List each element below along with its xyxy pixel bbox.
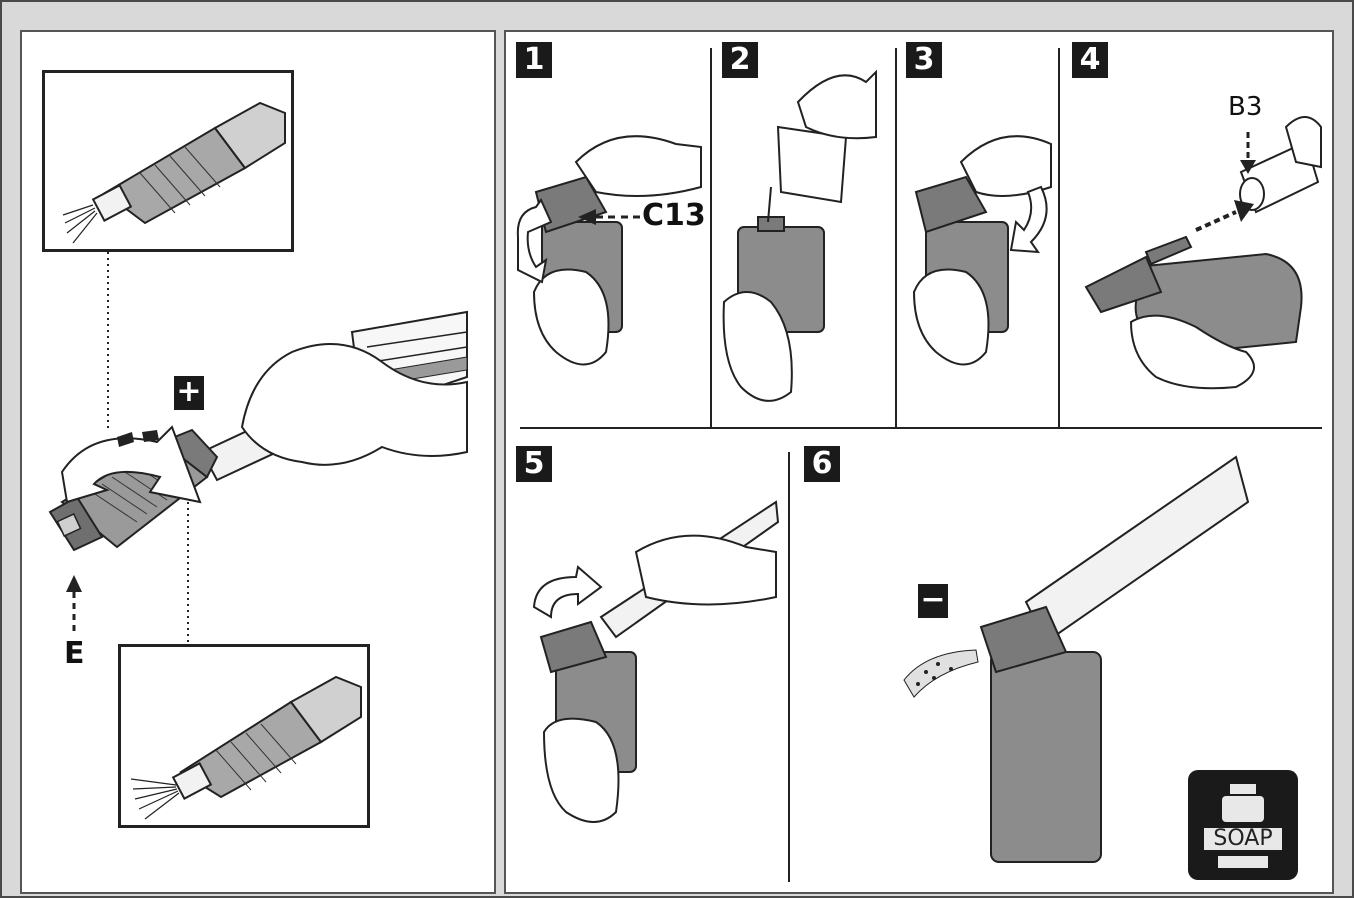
step-6-illustration xyxy=(903,455,1250,863)
label-c13: C13 xyxy=(642,198,706,233)
soap-bottle-icon xyxy=(1218,784,1268,868)
soap-badge: SOAP xyxy=(1188,770,1298,880)
fan-spray-illustration xyxy=(130,675,362,820)
plus-sign-badge: + xyxy=(174,376,204,410)
soap-label: SOAP xyxy=(1202,826,1284,852)
step-badge-5: 5 xyxy=(516,446,552,482)
step-badge-1: 1 xyxy=(516,42,552,78)
step-badge-2: 2 xyxy=(722,42,758,78)
rotate-arrow-icon xyxy=(60,425,202,504)
label-b3: B3 xyxy=(1228,92,1263,122)
label-e: E xyxy=(64,636,85,671)
step-3-illustration xyxy=(912,135,1052,366)
step-badge-4: 4 xyxy=(1072,42,1108,78)
e-pointer-arrow xyxy=(66,575,82,592)
soap-steps-illustration xyxy=(516,48,1322,882)
minus-sign-badge: − xyxy=(918,584,948,618)
jet-spray-illustration xyxy=(62,101,286,244)
soap-steps-panel: 1 2 3 4 5 6 C13 B3 − SOAP xyxy=(504,30,1334,894)
nozzle-illustration xyxy=(48,252,468,644)
step-badge-6: 6 xyxy=(804,446,840,482)
nozzle-adjust-panel: + E xyxy=(20,30,496,894)
step-2-illustration xyxy=(722,69,877,402)
step-4-illustration xyxy=(1084,116,1322,390)
inset-jet-spray xyxy=(42,70,294,252)
step-1-illustration xyxy=(516,135,702,366)
step-5-illustration xyxy=(532,500,780,823)
hand-shape xyxy=(240,343,468,466)
step-badge-3: 3 xyxy=(906,42,942,78)
inset-fan-spray xyxy=(118,644,370,828)
